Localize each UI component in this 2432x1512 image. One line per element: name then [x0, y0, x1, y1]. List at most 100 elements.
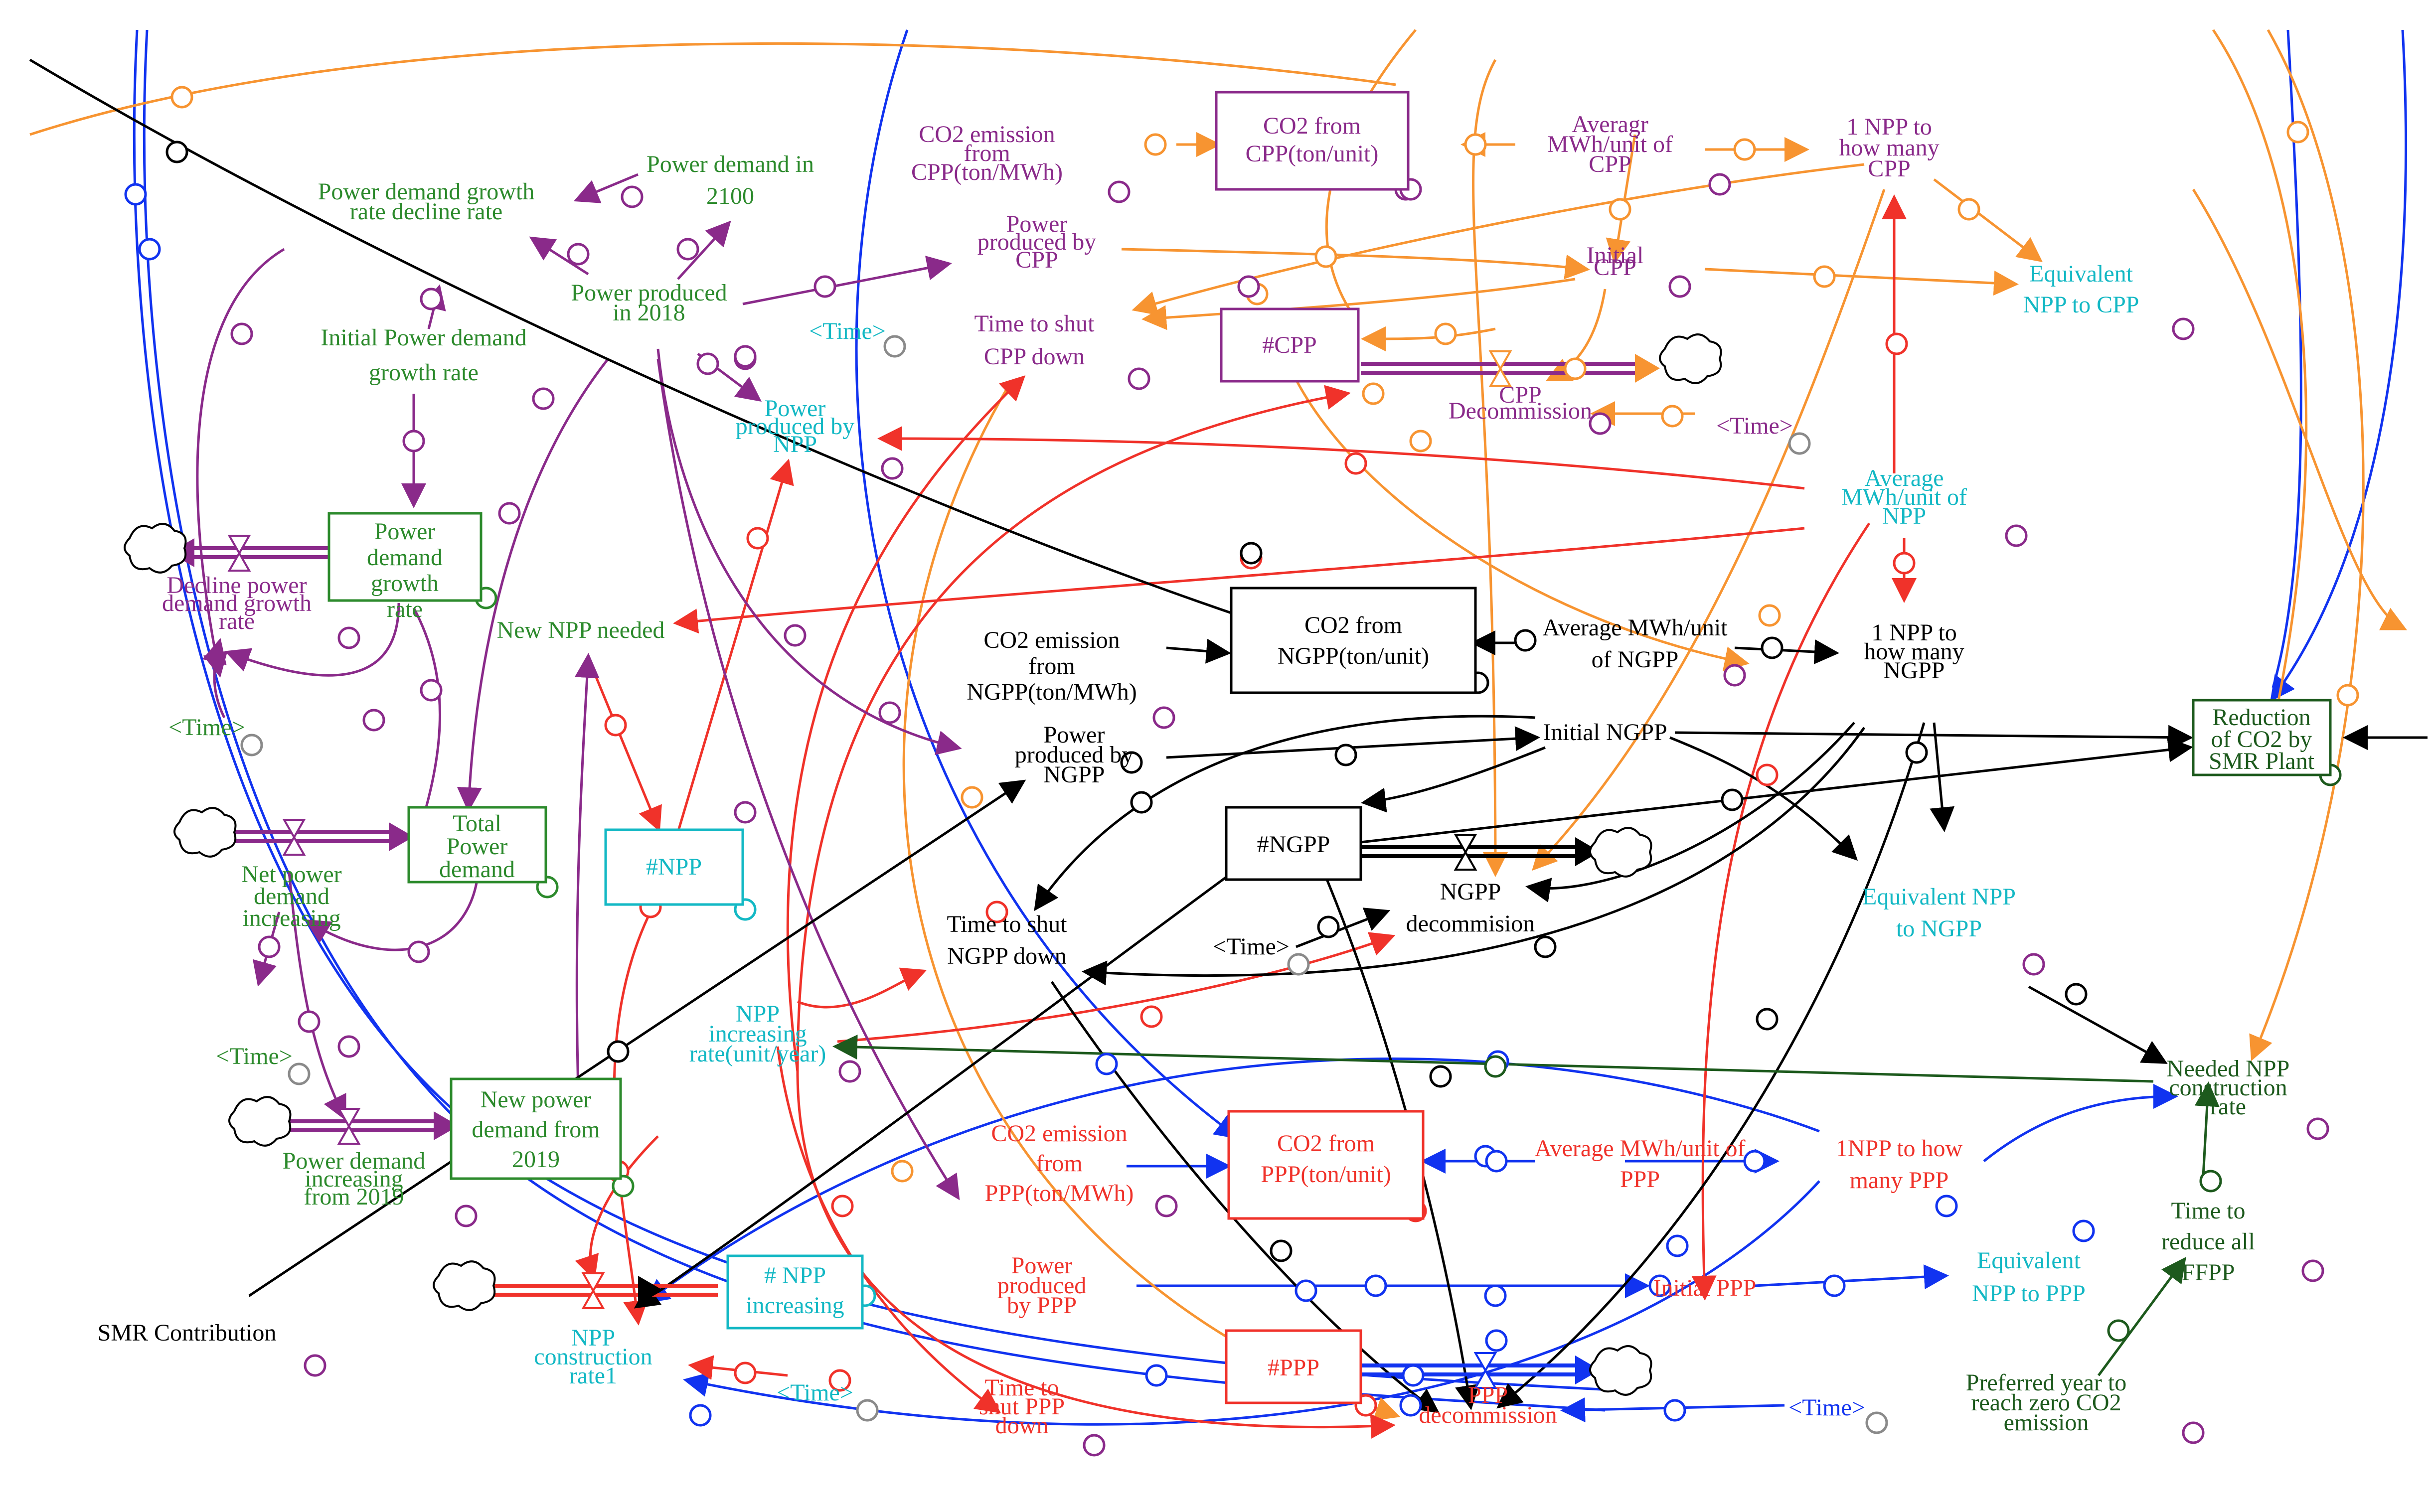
link-knob[interactable] [1144, 133, 1167, 156]
link-knob[interactable] [1484, 1284, 1507, 1307]
link-knob[interactable] [2107, 1319, 2130, 1342]
stock-box[interactable] [1225, 806, 1362, 881]
link-knob[interactable] [1362, 382, 1385, 405]
link-knob[interactable] [1534, 935, 1557, 958]
stock-box[interactable] [1227, 1110, 1425, 1220]
stock-box[interactable] [450, 1077, 622, 1180]
link-knob[interactable] [1663, 1399, 1686, 1422]
valve-icon[interactable] [1488, 350, 1512, 387]
link-knob[interactable] [1957, 198, 1980, 221]
link-knob[interactable] [165, 141, 188, 163]
link-knob[interactable] [1409, 430, 1432, 453]
link-knob[interactable] [1140, 1005, 1163, 1028]
stock-box[interactable] [407, 806, 547, 884]
link-knob[interactable] [604, 714, 627, 737]
link-knob[interactable] [1120, 751, 1143, 774]
stock-box[interactable] [604, 828, 744, 906]
link-knob[interactable] [813, 275, 836, 298]
link-knob[interactable] [828, 1369, 851, 1392]
valve-icon[interactable] [282, 819, 306, 856]
link-knob[interactable] [1485, 1329, 1508, 1352]
link-knob[interactable] [1317, 915, 1340, 938]
link-knob[interactable] [567, 243, 590, 266]
link-knob[interactable] [1334, 744, 1357, 766]
link-knob[interactable] [734, 1361, 757, 1384]
link-knob[interactable] [1666, 1234, 1689, 1257]
link-knob[interactable] [1434, 322, 1457, 345]
stock-box[interactable] [1230, 587, 1477, 694]
stock-box[interactable] [1220, 307, 1360, 383]
link-knob[interactable] [1145, 1364, 1168, 1387]
link-knob[interactable] [734, 801, 757, 824]
link-knob[interactable] [402, 430, 425, 453]
link-knob[interactable] [1743, 1150, 1766, 1173]
stock-box[interactable] [2192, 699, 2332, 776]
link-knob[interactable] [1095, 1053, 1118, 1075]
link-knob[interactable] [1514, 629, 1537, 652]
link-knob[interactable] [838, 1060, 861, 1083]
link-knob[interactable] [1756, 763, 1779, 786]
link-knob[interactable] [298, 1010, 321, 1033]
link-knob[interactable] [498, 502, 521, 525]
link-knob[interactable] [1399, 1394, 1422, 1417]
stock-n-ngpp[interactable]: #NGPP [1225, 806, 1362, 881]
valve-icon[interactable] [1454, 834, 1477, 871]
link-knob[interactable] [337, 1035, 360, 1058]
link-knob[interactable] [1893, 552, 1916, 575]
link-knob[interactable] [170, 86, 193, 109]
link-knob[interactable] [878, 701, 901, 724]
link-knob[interactable] [1564, 357, 1587, 380]
stock-box[interactable] [726, 1254, 864, 1330]
link-knob[interactable] [2199, 1170, 2222, 1193]
valve-icon[interactable] [227, 535, 251, 572]
stock-n-cpp[interactable]: #CPP [1220, 307, 1360, 383]
link-knob[interactable] [1344, 452, 1367, 475]
link-knob[interactable] [676, 238, 699, 261]
link-knob[interactable] [1661, 405, 1684, 428]
link-knob[interactable] [407, 940, 430, 963]
link-knob[interactable] [1813, 265, 1836, 288]
link-knob[interactable] [230, 322, 253, 345]
link-knob[interactable] [420, 679, 443, 702]
link-knob[interactable] [746, 527, 769, 550]
link-knob[interactable] [1758, 604, 1781, 627]
link-knob[interactable] [784, 624, 807, 647]
link-knob[interactable] [1270, 1239, 1293, 1262]
link-knob[interactable] [1429, 1065, 1452, 1088]
link-knob[interactable] [1885, 332, 1908, 355]
link-knob[interactable] [1733, 138, 1756, 161]
link-knob[interactable] [1823, 1274, 1846, 1297]
link-knob[interactable] [1756, 1008, 1779, 1031]
stock-box[interactable] [1225, 1329, 1362, 1404]
valve-icon[interactable] [1473, 1352, 1497, 1389]
link-knob[interactable] [961, 786, 983, 809]
link-knob[interactable] [1402, 1364, 1425, 1387]
stock-box[interactable] [1215, 91, 1410, 191]
link-knob[interactable] [891, 1160, 914, 1183]
stock-n-ppp[interactable]: #PPP [1225, 1329, 1362, 1404]
link-knob[interactable] [1648, 1274, 1671, 1297]
link-knob[interactable] [831, 1195, 854, 1217]
link-knob[interactable] [1240, 542, 1263, 565]
link-knob[interactable] [1485, 1150, 1508, 1173]
stock-n-npp[interactable]: #NPP [604, 828, 744, 906]
valve-icon[interactable] [581, 1272, 605, 1309]
link-knob[interactable] [1609, 198, 1631, 221]
link-knob[interactable] [1721, 788, 1744, 811]
link-knob[interactable] [2336, 684, 2359, 707]
link-knob[interactable] [258, 935, 281, 958]
link-knob[interactable] [1364, 1274, 1387, 1297]
link-knob[interactable] [621, 185, 644, 208]
link-knob[interactable] [1761, 636, 1783, 659]
link-knob[interactable] [420, 288, 443, 310]
stock-box[interactable] [327, 512, 483, 602]
link-knob[interactable] [2286, 121, 2309, 144]
